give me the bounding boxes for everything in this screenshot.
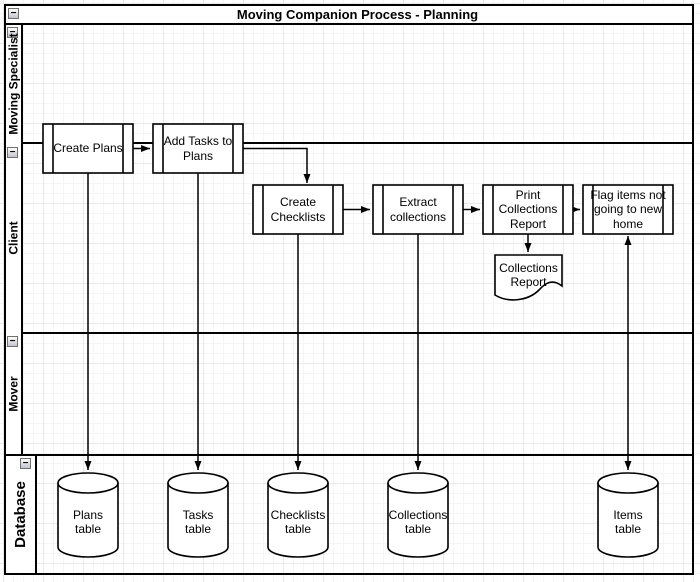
process-label-add-tasks: Add Tasks to Plans bbox=[163, 134, 233, 163]
process-label-create-checklists: Create Checklists bbox=[270, 195, 326, 224]
process-flag-items[interactable] bbox=[582, 184, 674, 235]
lane-collapse-icon-database[interactable]: − bbox=[20, 458, 31, 469]
datastore-plans-table[interactable] bbox=[57, 472, 119, 558]
process-label-extract-collections: Extract collections bbox=[389, 195, 447, 224]
document-label-collections-report: Collections Report bbox=[499, 260, 558, 289]
process-label-flag-items: Flag items not going to new home bbox=[590, 188, 666, 231]
datastore-label-items-table: Items table bbox=[613, 507, 643, 536]
lane-collapse-icon-specialist[interactable]: − bbox=[7, 27, 18, 38]
lane-strip bbox=[5, 24, 22, 455]
lane-label-moving-specialist: Moving Specialist bbox=[6, 32, 21, 135]
lane-collapse-icon-client[interactable]: − bbox=[7, 147, 18, 158]
process-label-create-plans: Create Plans bbox=[53, 141, 123, 156]
diagram-title: Moving Companion Process - Planning bbox=[236, 7, 479, 22]
datastore-label-collections-table: Collections table bbox=[388, 507, 448, 536]
lane-label-mover: Mover bbox=[6, 376, 21, 412]
datastore-label-plans-table: Plans table bbox=[72, 507, 104, 536]
database-pool-border bbox=[4, 454, 694, 575]
process-extract-collections[interactable] bbox=[372, 184, 464, 235]
document-collections-report[interactable] bbox=[494, 254, 563, 301]
datastore-label-tasks-table: Tasks table bbox=[182, 507, 214, 536]
database-lane-strip bbox=[5, 455, 36, 574]
datastore-label-checklists-table: Checklists table bbox=[270, 507, 326, 536]
connector-addtasks-createchecklists[interactable] bbox=[243, 147, 311, 184]
lane-collapse-icon-mover[interactable]: − bbox=[7, 336, 18, 347]
pool-collapse-icon[interactable]: − bbox=[8, 8, 19, 19]
process-create-checklists[interactable] bbox=[252, 184, 344, 235]
pool-title-bar[interactable] bbox=[5, 5, 693, 24]
datastore-checklists-table[interactable] bbox=[267, 472, 329, 558]
lane-label-database: Database bbox=[12, 481, 30, 548]
lane-label-client: Client bbox=[6, 221, 21, 255]
datastore-items-table[interactable] bbox=[597, 472, 659, 558]
process-add-tasks[interactable] bbox=[152, 123, 244, 174]
process-create-plans[interactable] bbox=[42, 123, 134, 174]
datastore-collections-table[interactable] bbox=[387, 472, 449, 558]
process-print-collections-report[interactable] bbox=[482, 184, 574, 235]
datastore-tasks-table[interactable] bbox=[167, 472, 229, 558]
process-label-print-collections-report: Print Collections Report bbox=[498, 188, 558, 231]
